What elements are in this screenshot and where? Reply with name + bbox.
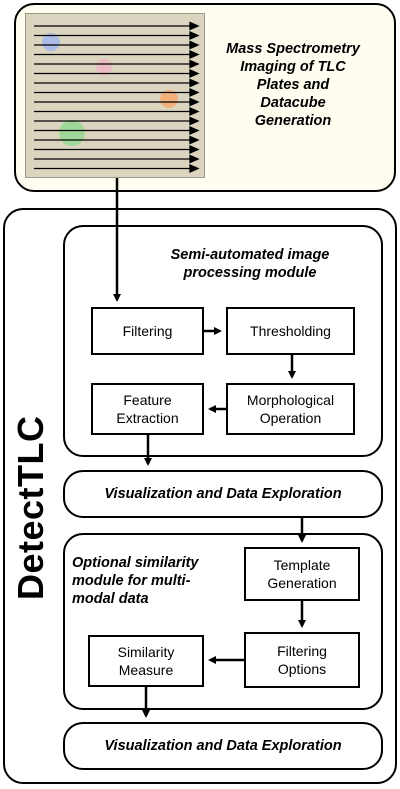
module1-title-line: processing module xyxy=(183,265,317,281)
similarity-measure-box: Similarity Measure xyxy=(88,635,204,687)
visualization-label-1: Visualization and Data Exploration xyxy=(104,486,342,502)
similarity-measure-label: Similarity xyxy=(117,644,175,660)
scan-line-arrowhead xyxy=(189,59,200,69)
scan-line-arrowhead xyxy=(189,40,200,50)
scan-line-arrowhead xyxy=(189,145,200,154)
scan-line-arrowhead xyxy=(189,164,200,173)
tlc-spot-blue xyxy=(42,33,60,51)
scan-line-arrowhead xyxy=(189,97,200,107)
msi-title-line: Imaging of TLC xyxy=(240,59,346,75)
scan-line-arrowhead xyxy=(189,154,200,164)
msi-title-line: Mass Spectrometry xyxy=(226,41,360,57)
tlc-scan-lines xyxy=(34,21,200,173)
module2-title-line: Optional similarity xyxy=(72,555,199,571)
msi-title: Mass Spectrometry Imaging of TLC Plates … xyxy=(208,40,378,130)
scan-line-arrowhead xyxy=(189,88,200,97)
feature-extraction-box: Feature Extraction xyxy=(91,383,204,435)
tlc-plate-image xyxy=(25,13,205,178)
visualization-label-2: Visualization and Data Exploration xyxy=(104,738,342,754)
feature-extraction-label: Feature xyxy=(123,392,172,408)
module2-title-line: module for multi- xyxy=(72,573,191,589)
module1-title-line: Semi-automated image xyxy=(170,247,330,263)
scan-line-arrowhead xyxy=(189,21,200,31)
msi-title-line: Plates and xyxy=(256,77,330,93)
filtering-box: Filtering xyxy=(91,307,204,355)
module2-title-line: modal data xyxy=(72,591,149,607)
feature-extraction-label: Extraction xyxy=(116,410,179,426)
template-generation-label: Template xyxy=(273,557,331,573)
scan-line-arrowhead xyxy=(189,31,200,40)
filtering-options-box: Filtering Options xyxy=(244,632,360,688)
module1-title: Semi-automated image processing module xyxy=(150,246,350,282)
template-generation-box: Template Generation xyxy=(244,547,360,601)
similarity-measure-label: Measure xyxy=(118,662,174,678)
scan-line-arrowhead xyxy=(189,50,200,59)
morphological-operation-label: Morphological xyxy=(246,392,335,408)
morphological-operation-box: Morphological Operation xyxy=(226,383,355,435)
visualization-box-2: Visualization and Data Exploration xyxy=(63,722,383,770)
scan-line-arrowhead xyxy=(189,69,200,78)
morphological-operation-label: Operation xyxy=(259,410,322,426)
visualization-box-1: Visualization and Data Exploration xyxy=(63,470,383,518)
thresholding-label: Thresholding xyxy=(250,323,331,339)
msi-title-line: Datacube xyxy=(260,95,326,111)
thresholding-box: Thresholding xyxy=(226,307,355,355)
scan-line-arrowhead xyxy=(189,107,200,116)
module2-title: Optional similarity module for multi- mo… xyxy=(72,554,230,608)
tlc-spot-pink xyxy=(96,59,112,75)
msi-title-line: Generation xyxy=(254,113,332,129)
filtering-options-label: Options xyxy=(277,661,327,677)
filtering-label: Filtering xyxy=(122,323,173,339)
filtering-options-label: Filtering xyxy=(277,643,327,659)
scan-line-arrowhead xyxy=(189,126,200,135)
scan-line-arrowhead xyxy=(189,78,200,88)
tlc-spot-orange xyxy=(160,90,178,108)
scan-line-arrowhead xyxy=(189,116,200,126)
template-generation-label: Generation xyxy=(267,575,337,591)
scan-line-arrowhead xyxy=(189,135,200,145)
